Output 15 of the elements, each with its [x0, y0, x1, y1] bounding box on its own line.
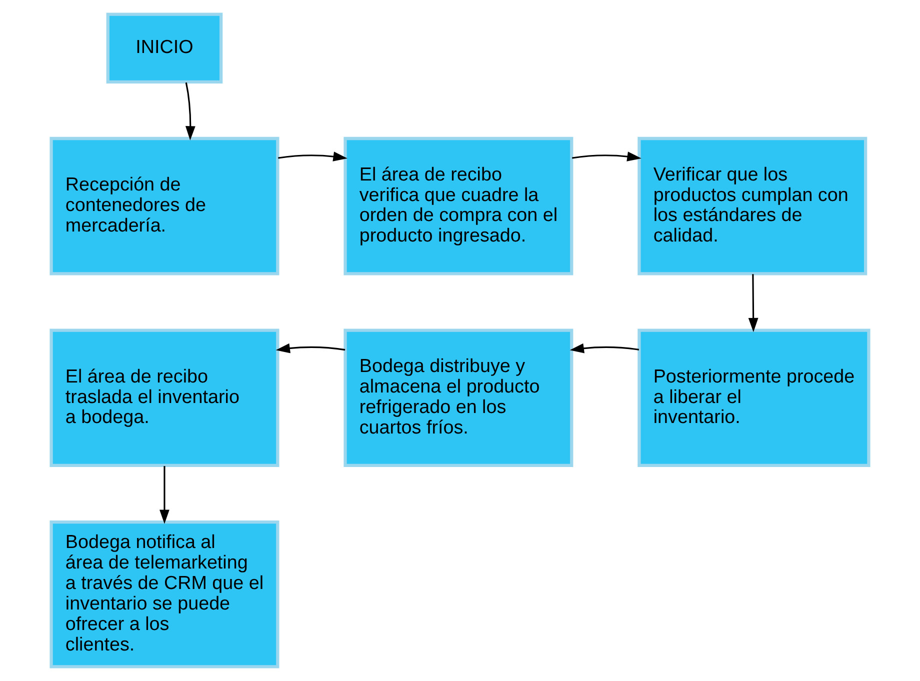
arrow: [276, 343, 346, 354]
node-box: INICIO: [106, 12, 223, 84]
arrow: [572, 152, 642, 162]
node-box: Verificar que los productos cumplan con los estándares de calidad.: [638, 136, 868, 276]
node-box: El área de recibo traslada el inventario a bodega.: [50, 328, 280, 468]
arrow: [748, 274, 758, 332]
node-box: Posteriormente procede a liberar el inventario.: [638, 328, 870, 468]
arrow: [160, 466, 170, 524]
node-box: Recepción de contenedores de mercadería.: [50, 136, 280, 276]
node-box: Bodega distribuye y almacena el producto refrigerado en los cuartos fríos.: [344, 328, 574, 468]
node-box: Bodega notifica al área de telemarketing a través de CRM que el inventario se puede ofrecer a los clientes.: [50, 520, 280, 668]
arrow: [278, 152, 348, 162]
arrow: [570, 343, 640, 354]
node-box: El área de recibo verifica que cuadre la orden de compra con el producto ingresado.: [344, 136, 574, 276]
arrow: [185, 82, 196, 140]
